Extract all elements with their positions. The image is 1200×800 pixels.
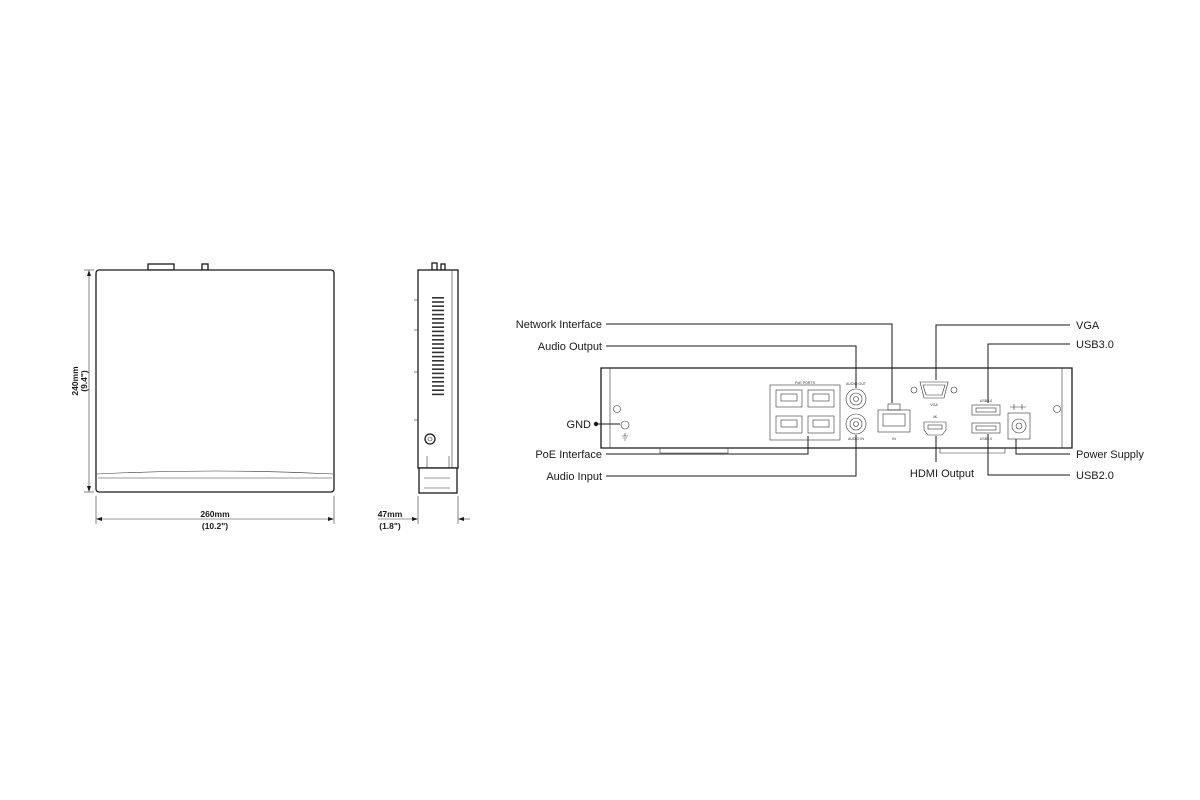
side-view: 47mm (1.8") xyxy=(378,262,470,531)
vent-slot xyxy=(432,326,444,328)
poe-interface-label: PoE Interface xyxy=(535,449,602,461)
vent-slot xyxy=(432,347,444,349)
callout-leaders xyxy=(593,323,1070,477)
width-mm-label: 260mm xyxy=(200,509,230,519)
vent-slot xyxy=(432,393,444,396)
hdmi-output-label: HDMI Output xyxy=(910,468,974,480)
top-view-front-bezel xyxy=(96,470,334,475)
lan-caption: IN xyxy=(892,437,896,441)
vent-slot xyxy=(432,301,444,303)
height-mm-label: 240mm xyxy=(70,366,80,396)
side-view-vents xyxy=(432,297,444,396)
power-supply-label: Power Supply xyxy=(1076,449,1144,461)
poe-port-1 xyxy=(775,389,803,408)
hdmi-port: 4K xyxy=(923,415,947,436)
vent-slot xyxy=(432,389,444,391)
hdmi-caption: 4K xyxy=(933,415,938,419)
top-view-rear-knob xyxy=(201,263,209,271)
side-view-screw xyxy=(424,433,436,445)
width-dimension: 260mm (10.2") xyxy=(95,496,335,531)
network-port: IN xyxy=(877,403,911,441)
top-view-body xyxy=(95,269,335,493)
vent-slot xyxy=(432,385,444,387)
height-in-label: (9.4") xyxy=(79,370,89,392)
rear-panel-chassis xyxy=(600,367,1073,449)
depth-dimension: 47mm (1.8") xyxy=(378,496,470,531)
rear-panel-right-screw xyxy=(1053,405,1061,413)
vent-slot xyxy=(432,313,444,316)
usb-ports: USB3.0 USB2.0 xyxy=(971,399,1001,441)
vent-slot xyxy=(432,355,444,358)
gnd-label: GND xyxy=(567,419,592,431)
vent-slot xyxy=(432,368,444,370)
height-dimension: 240mm (9.4") xyxy=(70,269,94,493)
rear-panel: PoE PORTS AUDIO OUT AUDIO IN IN xyxy=(600,367,1073,454)
vent-slot xyxy=(432,330,444,333)
audio-output-label: Audio Output xyxy=(538,341,602,353)
vent-slot xyxy=(432,376,444,379)
power-jack xyxy=(1007,404,1031,440)
callout-labels: Network Interface Audio Output GND PoE I… xyxy=(516,319,1145,483)
vent-slot xyxy=(432,351,444,354)
vent-slot xyxy=(432,309,444,312)
rear-panel-left-screw xyxy=(613,405,621,413)
vent-slot xyxy=(432,305,444,307)
usb30-label: USB3.0 xyxy=(1076,339,1114,351)
audio-input-label: Audio Input xyxy=(546,471,602,483)
usb20-label: USB2.0 xyxy=(1076,470,1114,482)
poe-ports-caption: PoE PORTS xyxy=(795,381,816,385)
vent-slot xyxy=(432,360,444,362)
poe-port-2 xyxy=(807,389,835,408)
vent-slot xyxy=(432,364,444,366)
depth-mm-label: 47mm xyxy=(378,509,403,519)
usb30-port xyxy=(971,404,1001,416)
depth-in-label: (1.8") xyxy=(379,521,401,531)
vent-slot xyxy=(432,372,444,375)
width-in-label: (10.2") xyxy=(202,521,228,531)
top-view-rear-connector xyxy=(147,263,175,271)
top-view: 240mm (9.4") 260mm (10.2") xyxy=(70,263,335,531)
audio-in-jack xyxy=(845,413,867,435)
usb20-caption: USB2.0 xyxy=(980,437,992,441)
network-interface-label: Network Interface xyxy=(516,319,602,331)
poe-port-4 xyxy=(807,415,835,434)
poe-port-block: PoE PORTS xyxy=(769,381,841,441)
gnd-terminal xyxy=(620,420,630,430)
vent-slot xyxy=(432,334,444,337)
vent-slot xyxy=(432,343,444,345)
vga-port: VGA xyxy=(910,381,958,407)
vent-slot xyxy=(432,339,444,341)
vga-caption: VGA xyxy=(930,403,938,407)
poe-port-3 xyxy=(775,415,803,434)
usb30-caption: USB3.0 xyxy=(980,399,992,403)
vent-slot xyxy=(432,322,444,324)
side-view-front-foot xyxy=(418,467,458,494)
vent-slot xyxy=(432,297,444,299)
audio-out-jack xyxy=(845,388,867,410)
vent-slot xyxy=(432,318,444,320)
usb20-port xyxy=(971,422,1001,434)
vent-slot xyxy=(432,381,444,383)
vga-label: VGA xyxy=(1076,320,1100,332)
